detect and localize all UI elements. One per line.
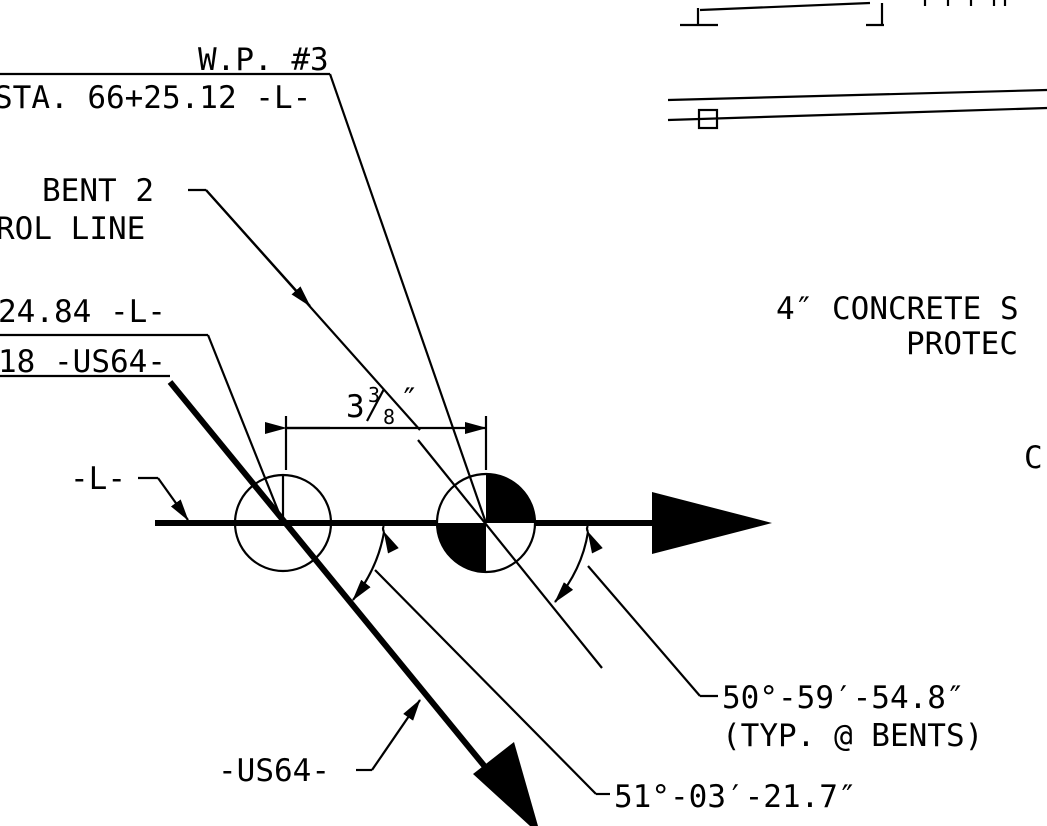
concrete-note-line3: C	[1024, 440, 1043, 476]
us64-alignment-line	[167, 380, 489, 770]
l-alignment-tag: -L-	[70, 461, 126, 497]
l-alignment-arrowhead	[652, 492, 772, 554]
control-line-label: ROL LINE	[0, 211, 145, 247]
svg-text:8: 8	[383, 405, 395, 429]
us64-alignment-arrowhead	[473, 742, 538, 826]
dimension-label: 3 3 8 ″	[346, 382, 419, 429]
us64-alignment-tag: -US64-	[218, 753, 330, 789]
bent-control-line	[417, 439, 603, 669]
angle-typ-note: (TYP. @ BENTS)	[722, 718, 983, 754]
concrete-note-line1: 4″ CONCRETE S	[776, 291, 1019, 327]
station-l-label: STA. 66+25.12 -L-	[0, 80, 311, 116]
concrete-note-line2: PROTEC	[906, 326, 1018, 362]
station-us64-left-label: 18 -US64-	[0, 344, 166, 380]
deck-edge	[667, 88, 1047, 130]
svg-text:″: ″	[400, 382, 419, 418]
work-point-label: W.P. #3	[198, 42, 329, 78]
angle-skew-label: 51°-03′-21.7″	[614, 779, 857, 815]
beam-elevation-top	[680, 0, 1007, 27]
bent-label: BENT 2	[42, 173, 154, 209]
svg-text:3: 3	[368, 383, 380, 407]
angle-typ-label: 50°-59′-54.8″	[722, 680, 965, 716]
station-l-left-label: 24.84 -L-	[0, 294, 166, 330]
svg-text:3: 3	[346, 389, 365, 425]
